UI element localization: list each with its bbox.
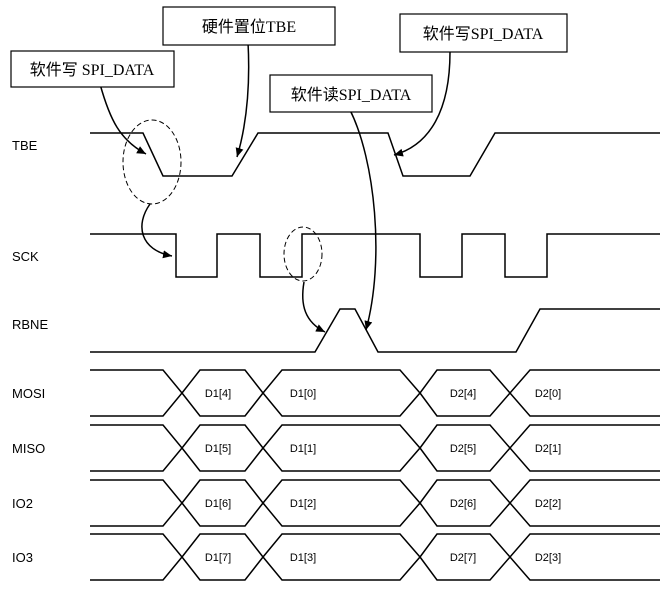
sck-waveform	[90, 233, 660, 278]
arrow-sw-write-2-to-tbe	[393, 51, 451, 157]
rbne-waveform	[90, 308, 660, 353]
callout-hw-set-tbe: 硬件置位TBE	[162, 6, 336, 46]
mosi-segment-3: D2[4]	[450, 388, 476, 400]
io3-segment-1: D1[7]	[205, 552, 231, 564]
arrow-sck-to-rbne	[302, 281, 326, 333]
mosi-segment-4: D2[0]	[535, 388, 561, 400]
miso-segment-1: D1[5]	[205, 443, 231, 455]
signal-label-io2: IO2	[12, 496, 33, 511]
sck-edge-highlight	[283, 226, 323, 282]
arrow-sw-write-to-tbe	[99, 83, 147, 155]
miso-segment-3: D2[5]	[450, 443, 476, 455]
callout-sw-write-2: 软件写SPI_DATA	[399, 13, 568, 53]
io2-segment-1: D1[6]	[205, 498, 231, 510]
svg-text:软件读SPI_DATA: 软件读SPI_DATA	[291, 86, 412, 104]
svg-text:软件写SPI_DATA: 软件写SPI_DATA	[423, 25, 544, 43]
io3-bus-waveform: D1[7] D1[3] D2[7] D2[3]	[90, 533, 660, 581]
io2-segment-3: D2[6]	[450, 498, 476, 510]
svg-text:软件写 SPI_DATA: 软件写 SPI_DATA	[30, 61, 155, 79]
mosi-segment-2: D1[0]	[290, 388, 316, 400]
signal-label-mosi: MOSI	[12, 386, 45, 401]
io3-segment-2: D1[3]	[290, 552, 316, 564]
io3-segment-3: D2[7]	[450, 552, 476, 564]
tbe-fall-highlight	[122, 119, 182, 205]
svg-text:硬件置位TBE: 硬件置位TBE	[202, 18, 296, 36]
signal-label-rbne: RBNE	[12, 317, 48, 332]
mosi-segment-1: D1[4]	[205, 388, 231, 400]
miso-bus-waveform: D1[5] D1[1] D2[5] D2[1]	[90, 424, 660, 472]
arrow-tbe-to-sck	[141, 203, 173, 259]
io2-segment-2: D1[2]	[290, 498, 316, 510]
tbe-waveform	[90, 132, 660, 177]
miso-segment-2: D1[1]	[290, 443, 316, 455]
arrow-sw-read-to-rbne	[349, 109, 377, 331]
mosi-bus-waveform: D1[4] D1[0] D2[4] D2[0]	[90, 369, 660, 417]
callout-sw-read: 软件读SPI_DATA	[269, 74, 433, 113]
signal-label-tbe: TBE	[12, 138, 38, 153]
signal-label-io3: IO3	[12, 550, 33, 565]
signal-label-sck: SCK	[12, 249, 39, 264]
io3-segment-4: D2[3]	[535, 552, 561, 564]
signal-label-miso: MISO	[12, 441, 45, 456]
arrow-hw-set-tbe	[235, 41, 250, 158]
callout-sw-write-1: 软件写 SPI_DATA	[10, 50, 175, 88]
miso-segment-4: D2[1]	[535, 443, 561, 455]
io2-bus-waveform: D1[6] D1[2] D2[6] D2[2]	[90, 479, 660, 527]
io2-segment-4: D2[2]	[535, 498, 561, 510]
